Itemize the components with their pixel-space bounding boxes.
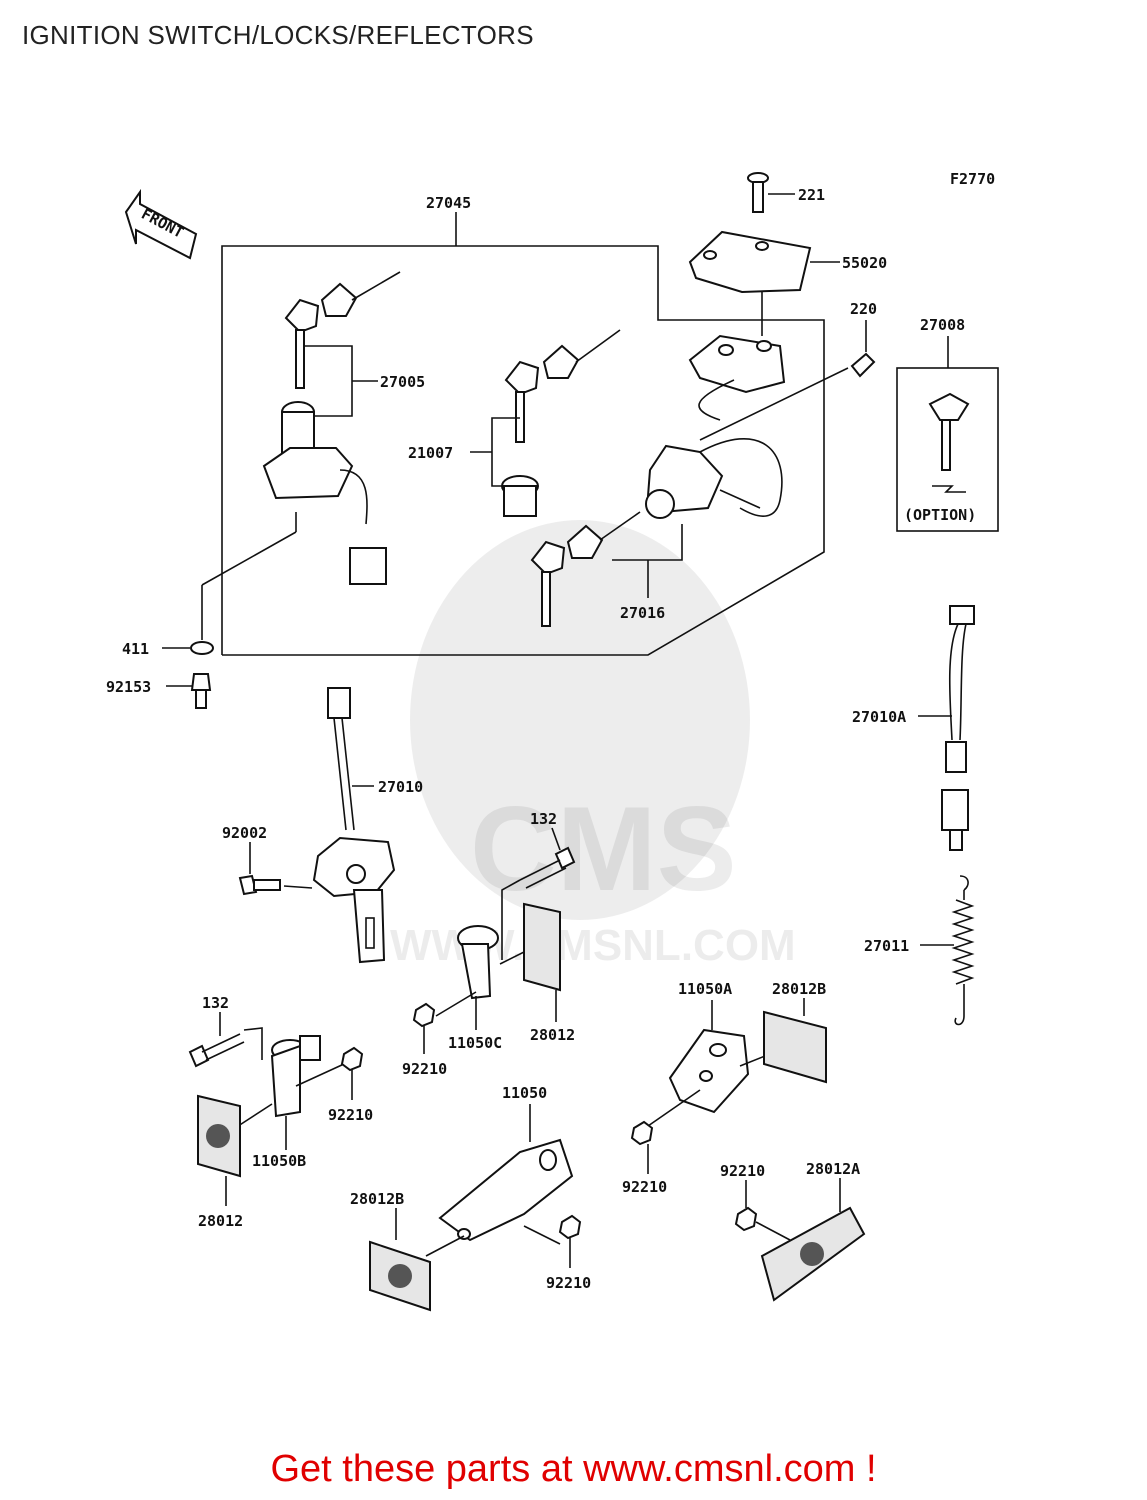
- label-28012-lower: 28012: [198, 1212, 243, 1230]
- keys-cap-21007: [470, 329, 621, 517]
- nut-92210-b: [340, 1046, 364, 1100]
- ignition-switch-body: [201, 401, 387, 640]
- bolt-132-upper: [501, 827, 576, 960]
- label-11050C: 11050C: [448, 1034, 502, 1052]
- label-11050A: 11050A: [678, 980, 732, 998]
- spring-27011: [920, 875, 975, 1026]
- label-132-lower: 132: [202, 994, 229, 1012]
- bolt-220: [850, 320, 876, 378]
- bracket-11050: [425, 1104, 574, 1257]
- label-28012B-right: 28012B: [772, 980, 826, 998]
- option-label: (OPTION): [904, 506, 976, 524]
- label-27010A: 27010A: [852, 708, 906, 726]
- screw-221: [747, 172, 795, 213]
- watermark-url: WWW.CMSNL.COM: [390, 921, 796, 970]
- label-92210-a: 92210: [402, 1060, 447, 1078]
- nut-92210-c: [630, 1120, 654, 1174]
- label-55020: 55020: [842, 254, 887, 272]
- label-11050B: 11050B: [252, 1152, 306, 1170]
- label-27005: 27005: [380, 373, 425, 391]
- label-132-upper: 132: [530, 810, 557, 828]
- label-92210-c: 92210: [622, 1178, 667, 1196]
- bracket-11050B: [231, 1035, 345, 1150]
- front-arrow-icon: FRONT: [124, 188, 198, 260]
- label-27010: 27010: [378, 778, 423, 796]
- reflector-28012A: [760, 1178, 866, 1302]
- label-28012-upper: 28012: [530, 1026, 575, 1044]
- bracket-11050A: [647, 1000, 791, 1127]
- label-92210-e: 92210: [720, 1162, 765, 1180]
- switch-27010: [312, 687, 396, 964]
- watermark: CMS WWW.CMSNL.COM: [390, 520, 796, 970]
- page-title: IGNITION SWITCH/LOCKS/REFLECTORS: [22, 20, 534, 50]
- label-21007: 21007: [408, 444, 453, 462]
- switch-27010A: [918, 605, 975, 851]
- label-27016: 27016: [620, 604, 665, 622]
- washer-411: [162, 641, 214, 655]
- promo-link-text[interactable]: Get these parts at www.cmsnl.com !: [270, 1448, 877, 1490]
- cover-plate-55020: [688, 230, 840, 336]
- label-92153: 92153: [106, 678, 151, 696]
- bolt-92153: [166, 673, 212, 709]
- label-220: 220: [850, 300, 877, 318]
- option-key-27008: (OPTION): [896, 336, 999, 532]
- reflector-28012B-right: [763, 998, 827, 1084]
- label-27011: 27011: [864, 937, 909, 955]
- label-92210-d: 92210: [546, 1274, 591, 1292]
- group-27045-outline: [221, 212, 825, 656]
- figure-code: F2770: [950, 170, 995, 188]
- watermark-mascot-shape: [410, 520, 750, 920]
- label-411: 411: [122, 640, 149, 658]
- reflector-28012-lower: [197, 1094, 241, 1206]
- nut-92210-e: [734, 1180, 791, 1241]
- reflector-28012B-left: [369, 1208, 431, 1312]
- nut-92210-a: [412, 1002, 436, 1054]
- label-92002: 92002: [222, 824, 267, 842]
- steering-lock-body: [645, 334, 849, 519]
- label-11050: 11050: [502, 1084, 547, 1102]
- label-28012A: 28012A: [806, 1160, 860, 1178]
- keys-27016: [530, 511, 683, 627]
- bracket-11050C: [435, 925, 541, 1030]
- watermark-logo: CMS: [470, 782, 737, 916]
- nut-92210-d: [558, 1214, 582, 1268]
- label-92210-b: 92210: [328, 1106, 373, 1124]
- label-221: 221: [798, 186, 825, 204]
- label-27045: 27045: [426, 194, 471, 212]
- label-27008: 27008: [920, 316, 965, 334]
- reflector-28012-upper: [523, 902, 561, 1022]
- bolt-92002: [238, 842, 313, 896]
- ignition-keys-27005: [284, 271, 401, 417]
- part-labels: 27045 221 55020 220 27008 27005 21007 27…: [106, 186, 965, 1292]
- bolt-132-lower: [188, 1012, 263, 1068]
- label-28012B-left: 28012B: [350, 1190, 404, 1208]
